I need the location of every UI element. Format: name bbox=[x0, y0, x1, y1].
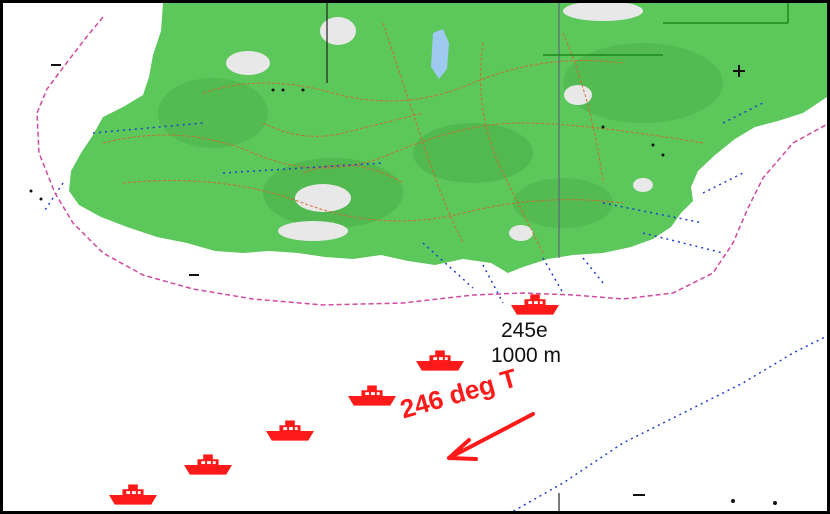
arrow-icon bbox=[447, 412, 535, 461]
range-label: 1000 m bbox=[491, 344, 562, 367]
bearing-label: 245e bbox=[501, 319, 548, 342]
ship-icon bbox=[416, 350, 464, 371]
ship-icon bbox=[511, 294, 559, 315]
ship-icon bbox=[266, 420, 314, 441]
chart-graphics bbox=[29, 3, 827, 511]
ship-icon bbox=[184, 454, 232, 475]
ship-icon bbox=[348, 385, 396, 406]
ship-icon bbox=[109, 484, 157, 505]
depth-contour-line bbox=[36, 16, 827, 306]
